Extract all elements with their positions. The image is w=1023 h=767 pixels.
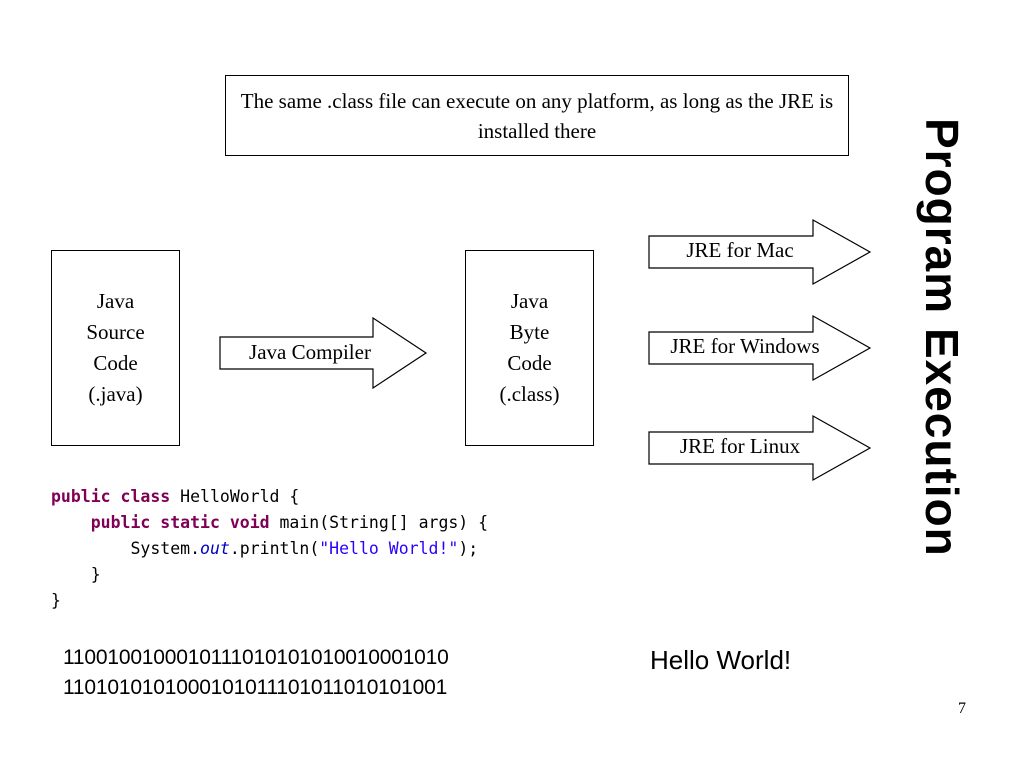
binary-line: 1100100100010111010101010010001010: [63, 646, 449, 669]
code-line-1: public class HelloWorld {: [51, 487, 299, 506]
platform-note-box: The same .class file can execute on any …: [225, 75, 849, 156]
binary-output: 1100100100010111010101010010001010 11010…: [63, 643, 449, 703]
platform-note-text: The same .class file can execute on any …: [240, 88, 834, 143]
code-text: HelloWorld {: [170, 487, 300, 506]
jre-linux-label: JRE for Linux: [679, 434, 801, 458]
code-line-3: System.out.println("Hello World!");: [51, 539, 478, 558]
binary-line: 1101010101000101011101011010101001: [63, 676, 448, 699]
source-box-line: Source: [86, 320, 145, 344]
jre-linux-arrow-shape: [648, 414, 872, 482]
code-line-2: public static void main(String[] args) {: [51, 513, 488, 532]
code-keyword: public class: [51, 487, 171, 506]
compiler-arrow-label: Java Compiler: [249, 340, 371, 364]
bytecode-box-line: (.class): [499, 382, 560, 406]
code-text: System.: [130, 539, 201, 558]
bytecode-box-line: Byte: [509, 320, 550, 344]
code-line-4: }: [51, 565, 101, 584]
code-field: out: [200, 539, 230, 558]
code-text: main(String[] args) {: [269, 513, 489, 532]
code-snippet: public class HelloWorld { public static …: [51, 484, 563, 614]
jre-mac-label: JRE for Mac: [686, 238, 794, 262]
source-box-line: (.java): [88, 382, 143, 406]
java-source-code-box: Java Source Code (.java): [51, 250, 180, 446]
code-text: );: [458, 539, 479, 558]
code-keyword: public static void: [90, 513, 270, 532]
jre-mac-arrow-shape: [648, 218, 872, 286]
java-byte-code-box: Java Byte Code (.class): [465, 250, 594, 446]
code-indent: [51, 513, 91, 532]
code-indent: [51, 539, 130, 558]
jre-windows-arrow-shape: [648, 314, 872, 382]
program-output: Hello World!: [650, 645, 792, 675]
source-box-line: Code: [93, 351, 138, 375]
code-text: .println(: [229, 539, 320, 558]
bytecode-box-line: Code: [507, 351, 552, 375]
source-box-line: Java: [96, 289, 135, 313]
compiler-arrow-shape: [219, 316, 428, 390]
code-line-5: }: [51, 591, 61, 610]
page-number: 7: [958, 700, 966, 717]
code-string: "Hello World!": [319, 539, 459, 558]
bytecode-box-line: Java: [510, 289, 549, 313]
jre-windows-label: JRE for Windows: [670, 334, 820, 358]
slide-title: Program Execution: [916, 118, 968, 557]
